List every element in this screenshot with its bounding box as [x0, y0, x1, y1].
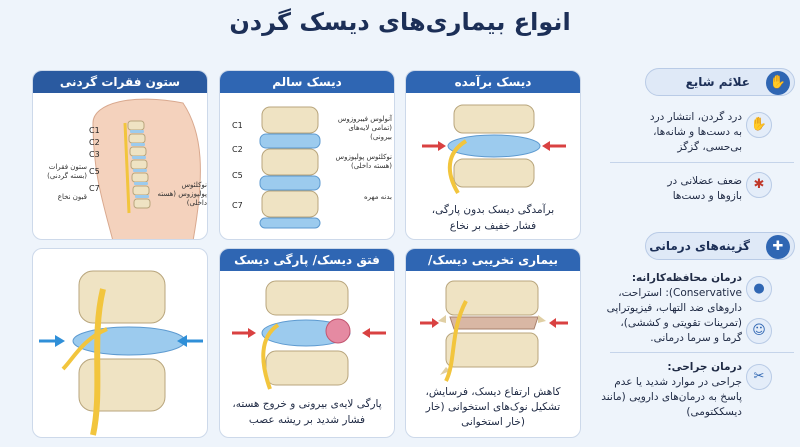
symptom-1-line-1: درد گردن، انتشار درد	[649, 111, 742, 123]
label-vertebral-body: بدنه مهره	[363, 193, 392, 201]
symptom-2-line-2: بازوها و دست‌ها	[672, 190, 742, 202]
treatment-header: گزینه‌های درمانی ✚	[645, 232, 795, 260]
herniated-disc-header: فتق دیسک/ پارگی دیسک	[220, 249, 394, 271]
label-nucleus-healthy: نوکلئوس پولپوزوس (هسته داخلی)	[335, 153, 392, 170]
label-nucleus: نوکلئوس پولپوزوس (هسته داخلی)	[157, 181, 208, 207]
degenerative-disc-illustration	[420, 280, 568, 382]
surgery-line-3: دیسککتومی)	[686, 406, 742, 418]
bulging-disc-panel: دیسک برآمده برآمدگی دیسک بدون پارگی، فشا…	[405, 70, 581, 240]
degenerative-disc-header: بیماری تخریبی دیسک/ دژنراتیو	[406, 249, 580, 289]
healthy-spine-illustration	[259, 106, 321, 229]
neck-illustration	[92, 98, 201, 239]
healthy-level-c5: C5	[232, 171, 243, 180]
cervical-spine-panel: ستون فقرات گردنی C1 C2 C3 C5 C7 ستون فقر…	[32, 70, 208, 240]
level-c7: C7	[89, 184, 100, 193]
medicine-bottle-icon: ✚	[766, 235, 790, 259]
nerve-compression-illustration	[39, 270, 203, 436]
label-vertebra: ستون فقرات (بسته گردنی)	[47, 163, 87, 180]
conservative-line-2: داروهای ضد التهاب، فیزیوتراپی	[606, 302, 742, 314]
surgery-line-2: پاسخ به درمان‌های دارویی (مانند	[601, 391, 742, 403]
healthy-level-c7: C7	[232, 201, 243, 210]
symptoms-title: علائم شایع	[685, 75, 750, 89]
herniated-disc-illustration	[232, 280, 386, 390]
bulging-caption-2: فشار خفیف بر نخاع	[449, 220, 537, 232]
level-c1: C1	[89, 126, 100, 135]
surgery-icon: ✂	[746, 364, 772, 390]
conservative-title: درمان محافظه‌کارانه:	[631, 272, 742, 284]
muscle-weakness-icon: ✱	[746, 172, 772, 198]
herniated-caption-1: پارگی لایه‌ی بیرونی و خروج هسته،	[232, 398, 382, 410]
bulging-disc-illustration	[422, 104, 566, 195]
healthy-level-c2: C2	[232, 145, 243, 154]
symptom-1-line-2: به دست‌ها و شانه‌ها،	[653, 126, 742, 138]
symptom-2-line-1: ضعف عضلانی در	[667, 175, 742, 187]
herniated-disc-panel: فتق دیسک/ پارگی دیسک پارگی لایه‌ی بیرونی…	[219, 248, 395, 438]
conservative-line-3: (تمرینات تقویتی و کششی)،	[620, 317, 742, 329]
physiotherapy-icon: ☺	[746, 318, 772, 344]
surgery-title: درمان جراحی:	[667, 361, 742, 373]
pain-hand-icon: ✋	[766, 71, 790, 95]
conservative-line-4: گرما و سرما درمانی.	[650, 332, 742, 344]
level-c5: C5	[89, 167, 100, 176]
herniated-caption-2: فشار شدید بر ریشه عصب	[248, 414, 366, 426]
bulging-caption-1: برآمدگی دیسک بدون پارگی،	[431, 204, 555, 216]
surgery-line-1: جراحی در موارد شدید یا عدم	[614, 376, 742, 388]
label-annulus: آنولوس فیبروزوس (تمامی لایه‌های بیرونی)	[337, 115, 392, 141]
neck-pain-icon: ✋	[746, 112, 772, 138]
cervical-spine-header: ستون فقرات گردنی	[33, 71, 207, 93]
label-curve: قبون نخاع	[57, 193, 87, 201]
degenerative-disc-panel: بیماری تخریبی دیسک/ دژنراتیو کاهش ارتفاع…	[405, 248, 581, 438]
healthy-level-c1: C1	[232, 121, 243, 130]
symptoms-header: علائم شایع ✋	[645, 68, 795, 96]
page-title: انواع بیماری‌های دیسک گردن	[229, 8, 571, 36]
treatment-title: گزینه‌های درمانی	[649, 239, 750, 253]
symptom-divider	[610, 162, 794, 163]
degenerative-caption-3: (خار استخوانی	[461, 416, 525, 428]
degenerative-caption-2: تشکیل نوک‌های استخوانی (خار	[425, 401, 561, 413]
level-c2: C2	[89, 138, 100, 147]
bulging-disc-header: دیسک برآمده	[406, 71, 580, 93]
treatment-divider	[610, 352, 794, 353]
symptom-1-line-3: بی‌حسی، گزگز	[677, 141, 742, 153]
level-c3: C3	[89, 150, 100, 159]
degenerative-caption-1: کاهش ارتفاع دیسک، فرسایش،	[425, 386, 561, 398]
pills-icon: ●	[746, 276, 772, 302]
healthy-disc-header: دیسک سالم	[220, 71, 394, 93]
conservative-line-1: Conservative): استراحت،	[618, 287, 742, 299]
healthy-disc-panel: دیسک سالم C1 C2 C5 C7 آنولوس فیبروزوس (ت…	[219, 70, 395, 240]
compression-illustration-panel	[32, 248, 208, 438]
